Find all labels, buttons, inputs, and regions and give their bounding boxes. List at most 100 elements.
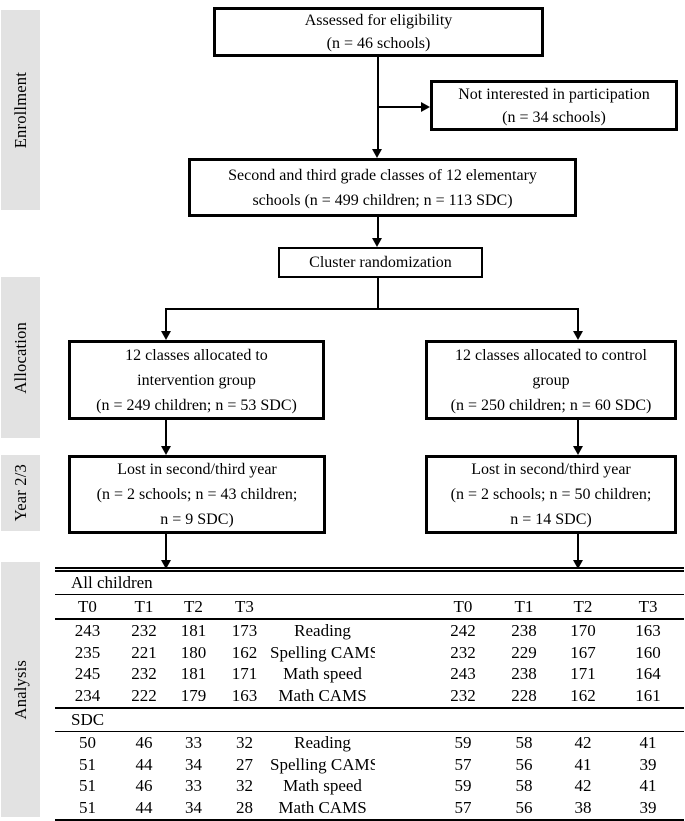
box-control-group: 12 classes allocated to control group (n…: [425, 340, 677, 420]
arrowhead-into-control: [572, 331, 583, 340]
value-cell: 232: [131, 664, 157, 684]
branch-horizontal-line: [165, 308, 579, 310]
value-cell: 181: [180, 621, 207, 640]
value-cell: 58: [515, 776, 533, 796]
value-cell: 39: [639, 754, 657, 774]
value-cell: 46: [135, 776, 153, 796]
measure-label: Math CAMS: [278, 797, 367, 817]
value-cell: 242: [450, 621, 476, 640]
stage-label-text: Analysis: [10, 659, 30, 720]
arrowhead-into-lost-left: [160, 446, 171, 455]
value-cell: 41: [639, 776, 657, 796]
stage-label-allocation: Allocation: [1, 277, 40, 438]
value-cell: 235: [74, 642, 101, 662]
value-cell: 57: [454, 754, 472, 774]
value-cell: 34: [185, 754, 202, 774]
value-cell: 56: [515, 797, 533, 817]
spacer-cell: [375, 619, 432, 642]
spacer-cell: [375, 797, 432, 820]
value-cell: 28: [236, 797, 253, 817]
value-cell: 46: [135, 732, 153, 752]
value-cell: 228: [494, 685, 554, 709]
arrowhead-into-table-left: [160, 560, 171, 569]
value-cell: 59: [454, 776, 472, 796]
spacer-cell: [375, 663, 432, 685]
connector-control-to-lost: [577, 420, 579, 448]
box-cluster-randomization: Cluster randomization: [278, 247, 483, 278]
table-section-all-children: All children: [55, 569, 685, 595]
measure-label: Reading: [294, 732, 351, 752]
column-header: T1: [494, 594, 554, 620]
value-cell: 51: [79, 754, 96, 774]
column-header: T2: [554, 594, 612, 620]
column-header-empty: [270, 594, 375, 620]
arrowhead-into-table-right: [572, 560, 583, 569]
spacer-cell: [375, 754, 432, 776]
box-lost-control: Lost in second/third year (n = 2 schools…: [425, 455, 677, 534]
value-cell: 38: [574, 797, 592, 817]
value-cell: 41: [574, 754, 592, 774]
stage-label-text: Year 2/3: [10, 464, 30, 522]
value-cell: 245: [74, 664, 101, 684]
column-header: T0: [432, 594, 494, 620]
value-cell: 232: [131, 621, 157, 640]
arrowhead-into-classes: [372, 149, 382, 158]
measure-label: Spelling CAMS: [270, 754, 375, 774]
measure-label: Math speed: [283, 776, 362, 796]
arrowhead-into-intervention: [160, 331, 171, 340]
connector-classes-to-cluster: [377, 217, 379, 240]
value-cell: 59: [454, 732, 472, 752]
measure-label: Spelling CAMS: [270, 642, 375, 662]
stage-label-enrollment: Enrollment: [1, 10, 40, 210]
column-header: T1: [120, 594, 168, 620]
spacer-cell: [375, 731, 432, 753]
value-cell: 33: [185, 776, 202, 796]
value-cell: 243: [74, 621, 101, 640]
value-cell: 234: [55, 685, 120, 709]
value-cell: 238: [511, 664, 537, 684]
column-header: T0: [55, 594, 120, 620]
box-grade-classes: Second and third grade classes of 12 ele…: [188, 158, 577, 217]
value-cell: 221: [131, 642, 157, 662]
value-cell: 33: [185, 732, 202, 752]
value-cell: 27: [236, 754, 253, 774]
value-cell: 58: [515, 732, 533, 752]
connector-cluster-to-branch: [377, 278, 379, 310]
value-cell: 171: [231, 664, 258, 684]
value-cell: 181: [180, 664, 207, 684]
box-lost-intervention: Lost in second/third year (n = 2 schools…: [68, 455, 326, 534]
analysis-table: All children T0 T1 T2 T3 T0 T1 T2 T3 243…: [55, 567, 685, 821]
box-intervention-group: 12 classes allocated to intervention gro…: [68, 340, 325, 420]
stage-label-text: Enrollment: [10, 71, 30, 149]
value-cell: 170: [570, 621, 596, 640]
value-cell: 44: [135, 754, 153, 774]
value-cell: 32: [236, 732, 253, 752]
value-cell: 163: [219, 685, 270, 709]
measure-label: Reading: [294, 621, 351, 640]
table-section-sdc: SDC: [55, 707, 685, 732]
stage-label-year-2-3: Year 2/3: [1, 455, 40, 531]
stage-label-text: Allocation: [10, 321, 30, 394]
value-cell: 32: [236, 776, 253, 796]
arrowhead-into-lost-right: [572, 446, 583, 455]
branch-right-drop: [577, 308, 579, 333]
value-cell: 44: [135, 797, 153, 817]
box-assessed-eligibility: Assessed for eligibility (n = 46 schools…: [213, 7, 544, 57]
value-cell: 243: [450, 664, 476, 684]
spacer-cell: [375, 685, 432, 709]
table-header-row: T0 T1 T2 T3 T0 T1 T2 T3: [55, 594, 685, 620]
value-cell: 34: [185, 797, 202, 817]
column-header: T2: [168, 594, 219, 620]
spacer-cell: [375, 775, 432, 797]
branch-left-drop: [165, 308, 167, 333]
value-cell: 162: [554, 685, 612, 709]
